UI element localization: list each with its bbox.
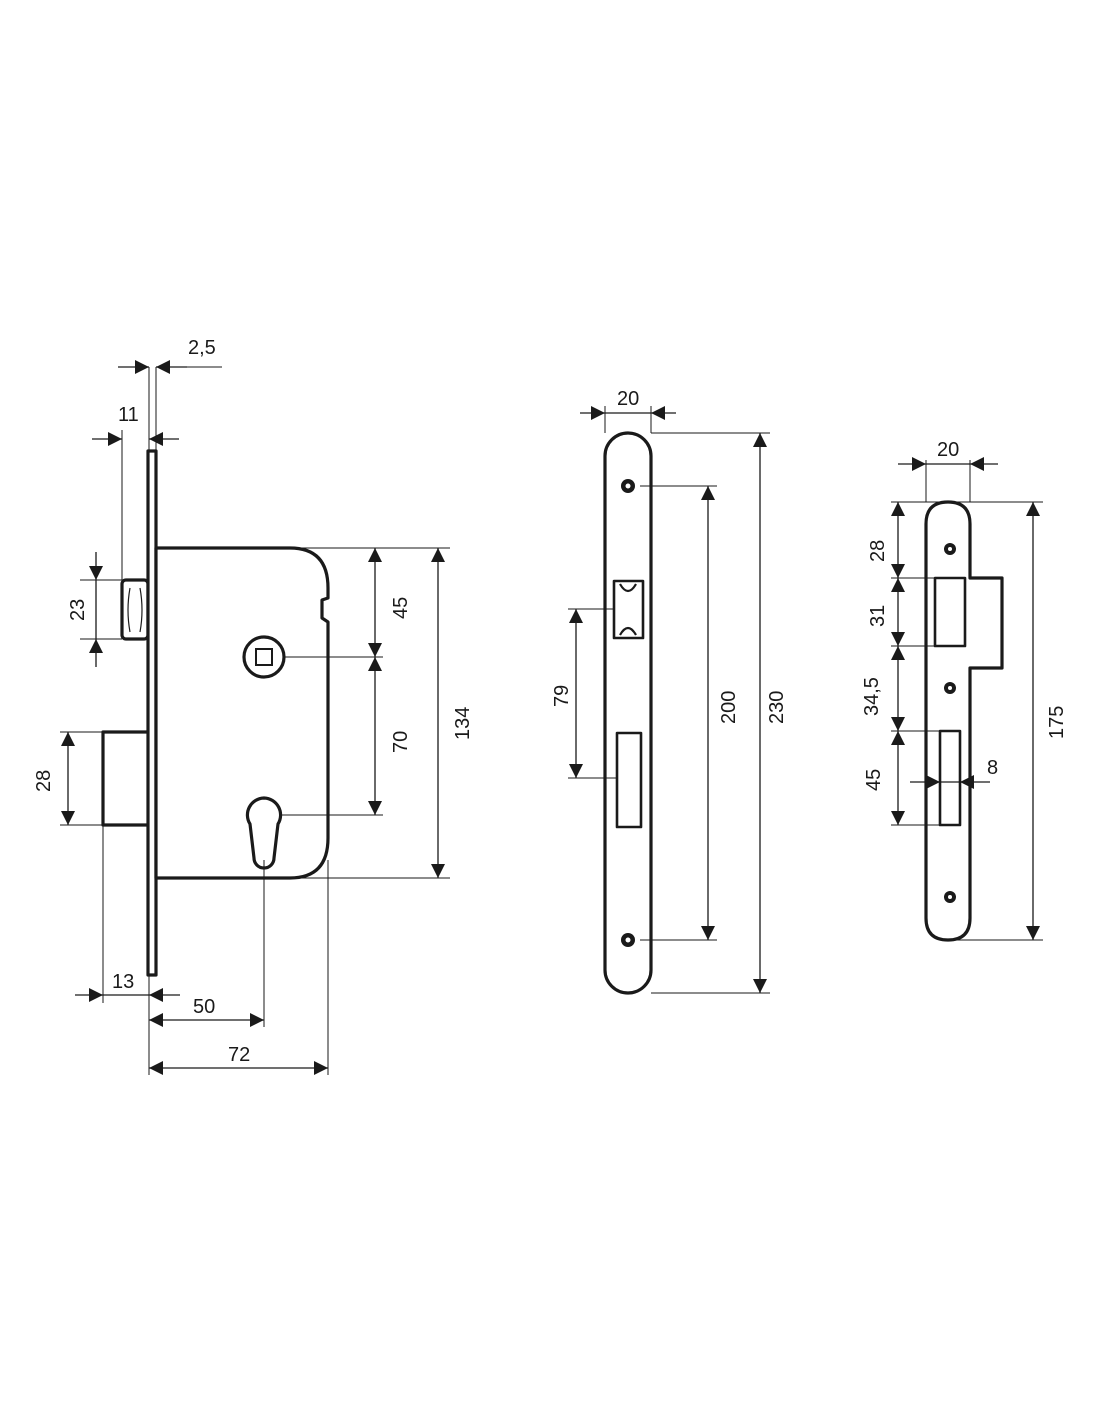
spindle-hub (242, 635, 286, 679)
dim-faceplate-width: 20 (617, 388, 639, 410)
dim-latch-height: 23 (67, 599, 89, 621)
deadbolt (101, 730, 151, 827)
dim-faceplate-thickness: 2,5 (188, 337, 216, 359)
lock-body-view: 2,5 11 23 28 45 70 134 13 50 72 (33, 337, 474, 1075)
dim-top-to-latch: 28 (867, 540, 889, 562)
dim-backset: 50 (193, 996, 215, 1018)
strike-plate-view: 20 28 31 34,5 45 8 175 (861, 439, 1068, 942)
dim-strike-length: 175 (1046, 706, 1068, 739)
dim-screw-spacing: 200 (718, 691, 740, 724)
dim-deadbolt-height: 28 (33, 770, 55, 792)
dim-latch-opening: 31 (867, 605, 889, 627)
dim-latch-to-bolt: 79 (551, 685, 573, 707)
faceplate-view: 20 79 200 230 (551, 388, 788, 995)
strike-bolt-opening (938, 729, 962, 827)
strike-plate (924, 500, 1004, 942)
dim-strike-width: 20 (937, 439, 959, 461)
dim-faceplate-length: 230 (766, 691, 788, 724)
bolt-opening (615, 731, 643, 829)
latch (120, 578, 150, 641)
dim-spindle-to-cylinder: 70 (390, 731, 412, 753)
dim-case-height: 134 (452, 707, 474, 740)
lock-case (154, 546, 330, 880)
dim-strike-latch-to-bolt: 34,5 (861, 677, 883, 716)
cylinder-hole (245, 796, 283, 870)
dim-bolt-opening: 45 (863, 769, 885, 791)
dim-deadbolt-projection: 13 (112, 971, 134, 993)
dim-latch-offset: 11 (118, 404, 139, 426)
dim-case-depth: 72 (228, 1044, 250, 1066)
dim-bolt-width: 8 (987, 757, 998, 779)
faceplate (603, 431, 653, 995)
dim-spindle-from-top: 45 (390, 597, 412, 619)
latch-opening (612, 579, 645, 640)
strike-latch-opening (933, 576, 967, 648)
